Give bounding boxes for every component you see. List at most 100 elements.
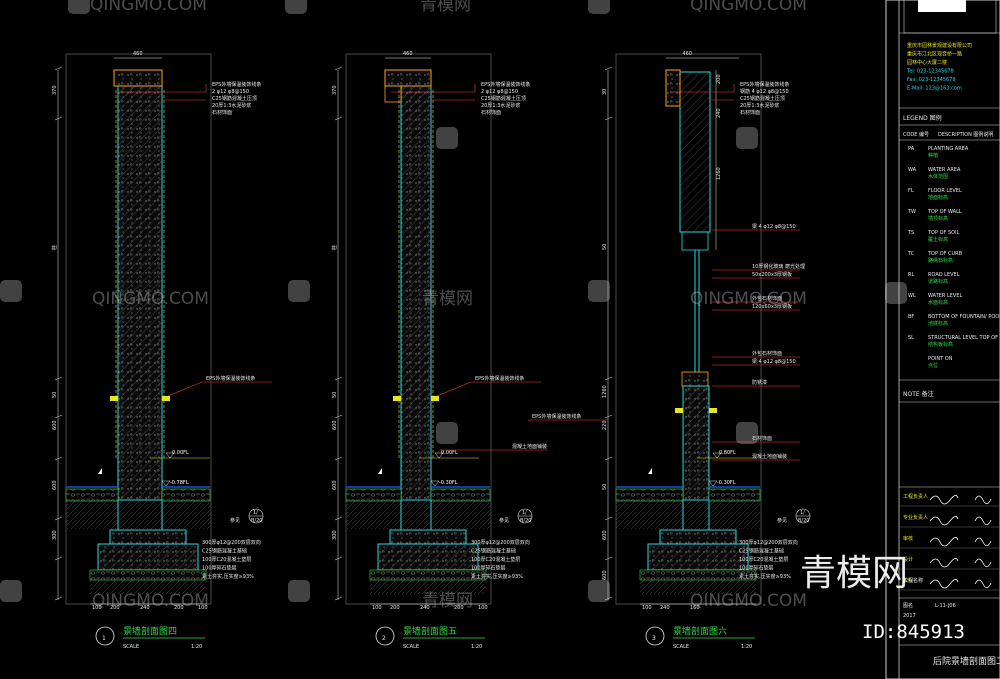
bottom-dimension: 200 [390, 605, 400, 611]
left-dimension: 600 [332, 420, 338, 430]
bottom-dimension: 100 [642, 605, 652, 611]
scale-value: 1:20 [741, 644, 752, 650]
left-dimension: 600 [332, 480, 338, 490]
section-title: 景墙剖面图四 [123, 625, 177, 637]
floor-level-mark: 0.00FL [441, 450, 458, 456]
left-dimension: 600 [52, 420, 58, 430]
watermark-icon [885, 282, 907, 304]
legend-desc: WATER AREA [928, 167, 961, 173]
foundation-note: 素土夯实,压实度≥93% [471, 573, 523, 580]
foundation-note: 300厚φ12@200双层双向 [739, 539, 798, 546]
callout-text: 钢筋 4 φ12 φ8@150 [740, 88, 789, 95]
callout-text: EPS外墙保温装饰线条 [206, 375, 255, 382]
legend-code: TC [907, 251, 915, 257]
left-dimension: 30 [602, 89, 608, 95]
callout-text: 2 φ12 φ8@150 [212, 89, 249, 95]
bottom-dimension: 240 [420, 605, 430, 611]
callout-text: EPS外墙保温装饰线条 [212, 81, 261, 88]
legend-desc: STRUCTURAL LEVEL TOP OF SLAB [928, 335, 1000, 341]
legend-header-code: CODE 编号 [903, 131, 929, 138]
foundation-note: 100厚C20混凝土垫层 [202, 556, 251, 563]
note-title: NOTE 备注 [903, 390, 934, 398]
watermark-icon [588, 280, 610, 302]
watermark-icon [588, 0, 610, 14]
sign-row-label: 审核 [903, 535, 913, 542]
callout-text: 外包石材饰面 [752, 350, 782, 357]
watermark: 青模网 [422, 289, 473, 309]
legend-cn: 墙顶标高 [928, 215, 948, 222]
callout-text: 石材饰面 [212, 109, 232, 116]
watermark-icon [436, 422, 458, 444]
project-label: 工程名称 [903, 577, 923, 584]
scale-value: 1:20 [471, 644, 482, 650]
bottom-dimension: 100 [478, 605, 488, 611]
watermark-icon [285, 0, 307, 14]
callout-text: 石材饰面 [740, 109, 760, 116]
section-number: 3 [652, 635, 656, 642]
foundation-note: 素土夯实,压实度≥93% [739, 573, 791, 580]
callout-text: EPS外墙保温装饰线条 [740, 81, 789, 88]
legend-code: SL [908, 335, 914, 341]
legend-cn: 点位 [928, 362, 938, 369]
foundation-note: 100厚C20混凝土垫层 [739, 556, 788, 563]
watermark: QINGMO.COM [690, 0, 807, 15]
legend-code: WL [908, 293, 916, 299]
legend-desc: BOTTOM OF FOUNTAIN/ POOL/POOL [928, 314, 1000, 320]
bottom-dimension: 200 [454, 605, 464, 611]
drawing-label: 图名 [903, 602, 913, 609]
watermark-icon [68, 0, 90, 14]
index-note: 参见 [230, 517, 240, 524]
watermark-icon [0, 280, 22, 302]
bottom-dimension: 240 [660, 605, 670, 611]
drawing-no: L-11-J06 [935, 603, 956, 609]
company-line: Tel: 023-12345678 [906, 69, 954, 75]
legend-code: PA [908, 146, 915, 152]
company-line: E-Mail: 123@163.com [907, 86, 962, 92]
floor-level-mark: -0.30FL [439, 480, 458, 486]
left-dimension: 300 [332, 530, 338, 540]
watermark-icon [288, 580, 310, 602]
sign-row-label: 专业负责人 [903, 514, 928, 521]
watermark: 青模网 [422, 591, 473, 611]
bottom-dimension: 200 [174, 605, 184, 611]
callout-text: 石材饰面 [481, 109, 501, 116]
left-dimension: 370 [332, 85, 338, 95]
bottom-dimension: 240 [140, 605, 150, 611]
bottom-dimension: 100 [372, 605, 382, 611]
section-title: 景墙剖面图五 [403, 625, 457, 637]
foundation-note: 素土夯实,压实度≥93% [202, 573, 254, 580]
floor-level-mark: 0.00FL [172, 450, 189, 456]
legend-desc: PLANTING AREA [928, 146, 969, 152]
watermark-icon [0, 580, 22, 602]
legend-code: TS [907, 230, 914, 236]
foundation-note: 100厚碎石垫层 [202, 565, 237, 572]
callout-text: 梁 4 φ12 φ8@150 [752, 358, 796, 365]
top-dimension: 460 [683, 51, 693, 57]
foundation-note: 300厚φ12@200双层双向 [471, 539, 530, 546]
right-dimension: 240 [716, 108, 722, 118]
logo-block [918, 0, 966, 12]
legend-header-desc: DESCRIPTION 图例说明 [938, 131, 993, 138]
scale-value: 1:20 [191, 644, 202, 650]
legend-code: BF [908, 314, 914, 320]
legend-cn: 结构板标高 [928, 341, 953, 348]
watermark-icon [736, 422, 758, 444]
right-dimension: 200 [716, 74, 722, 84]
bottom-dimension: 160 [690, 605, 700, 611]
left-dimension: 600 [602, 530, 608, 540]
bottom-dimension: 100 [92, 605, 102, 611]
legend-cn: 水面标高 [928, 299, 948, 306]
left-dimension: 50 [52, 392, 58, 398]
floor-level-mark: 0.80FL [719, 450, 736, 456]
sheet-title: 后院景墙剖面图二 [933, 655, 1000, 667]
index-sheet: B/20 [520, 518, 531, 524]
legend-cn: 覆土标高 [928, 236, 948, 243]
legend-desc: TOP OF WALL [927, 209, 962, 215]
watermark-icon [436, 127, 458, 149]
company-line: 园林中心大厦二楼 [907, 59, 947, 66]
left-dimension: 桂 [51, 245, 58, 250]
legend-cn: 路缘石标高 [928, 257, 953, 264]
scale-label: SCALE [673, 644, 689, 650]
